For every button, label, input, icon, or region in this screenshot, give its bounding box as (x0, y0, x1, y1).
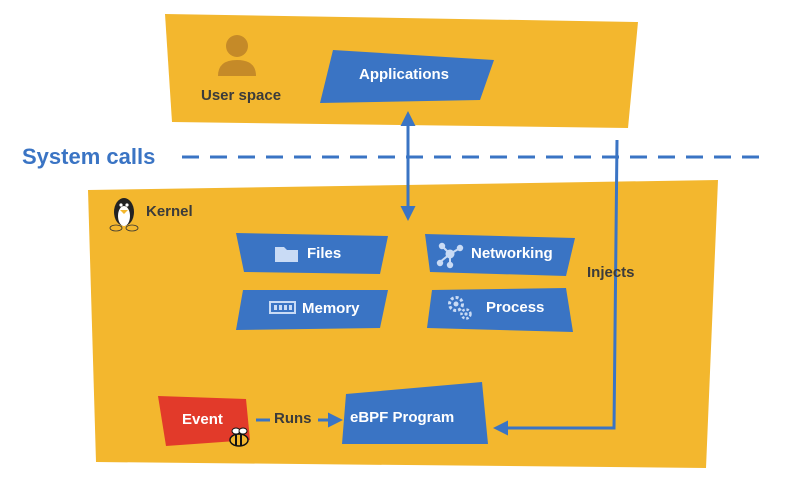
user-space-label: User space (201, 87, 282, 104)
kernel-label: Kernel (146, 203, 193, 220)
injects-label: Injects (587, 264, 635, 281)
files-label: Files (307, 245, 342, 262)
process-box (427, 288, 573, 332)
applications-box (320, 50, 494, 103)
memory-chip-icon (269, 301, 296, 314)
memory-label: Memory (302, 300, 360, 317)
event-box (158, 396, 250, 446)
user-icon (218, 35, 256, 76)
linux-penguin-icon (109, 198, 139, 232)
system-calls-label: System calls (22, 144, 156, 169)
networking-box (425, 234, 575, 276)
ebpf-program-box (342, 382, 488, 444)
ebpf-program-label: eBPF Program (350, 409, 455, 426)
injects-arrow (493, 139, 619, 436)
memory-box (236, 290, 388, 330)
gears-icon (448, 296, 472, 320)
network-icon (436, 242, 464, 269)
process-label: Process (486, 299, 545, 316)
bee-icon (229, 427, 249, 447)
runs-label: Runs (274, 410, 312, 427)
files-box (236, 233, 388, 274)
folder-icon (275, 247, 298, 262)
event-label: Event (182, 411, 223, 428)
applications-label: Applications (359, 66, 450, 83)
networking-label: Networking (471, 245, 553, 262)
